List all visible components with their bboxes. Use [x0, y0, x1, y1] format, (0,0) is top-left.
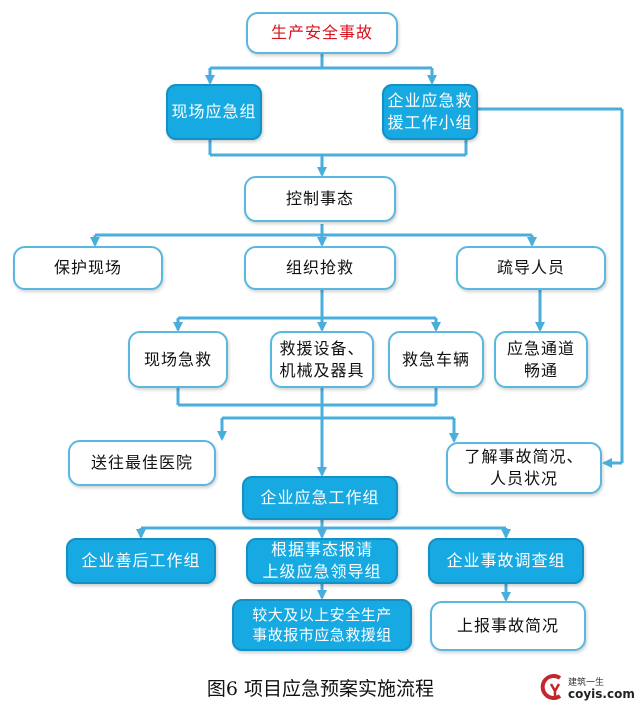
watermark: 建筑一生 coyis.com [538, 670, 638, 710]
node-evacuate-people: 疏导人员 [456, 246, 606, 290]
node-label: 企业善后工作组 [81, 551, 201, 571]
watermark-line2: coyis.com [568, 687, 635, 701]
node-label: 根据事态报请 上级应急领导组 [262, 540, 382, 581]
cy-logo-icon [540, 674, 562, 700]
node-control-accident: 控制事态 [244, 176, 396, 222]
node-label: 上报事故简况 [456, 616, 559, 636]
node-aftermath-group: 企业善后工作组 [66, 538, 216, 584]
node-label: 应急通道 畅通 [506, 338, 575, 380]
node-onsite-emergency-team: 现场应急组 [166, 84, 262, 140]
figure-caption: 图6 项目应急预案实施流程 [206, 678, 435, 700]
node-investigation-group: 企业事故调查组 [428, 538, 584, 584]
node-label: 保护现场 [53, 258, 122, 278]
node-enterprise-emergency-group: 企业应急工作组 [242, 476, 398, 520]
node-emergency-passage: 应急通道 畅通 [494, 331, 588, 388]
node-send-to-hospital: 送往最佳医院 [68, 440, 216, 486]
node-label: 救急车辆 [401, 349, 470, 369]
node-label: 现场急救 [143, 349, 212, 369]
node-label: 较大及以上安全生产 事故报市应急救援组 [252, 605, 392, 644]
node-report-brief: 上报事故简况 [430, 601, 586, 651]
watermark-line1: 建筑一生 [568, 678, 605, 688]
node-onsite-first-aid: 现场急救 [128, 331, 228, 388]
node-protect-scene: 保护现场 [13, 246, 163, 290]
node-ambulance: 救急车辆 [388, 331, 484, 388]
node-label: 生产安全事故 [270, 23, 373, 43]
node-label: 控制事态 [285, 189, 354, 209]
node-city-rescue-group: 较大及以上安全生产 事故报市应急救援组 [232, 599, 412, 651]
node-label: 企业事故调查组 [446, 551, 566, 571]
node-organize-rescue: 组织抢救 [244, 246, 396, 290]
node-label: 现场应急组 [171, 102, 257, 122]
node-understand-situation: 了解事故简况、 人员状况 [446, 442, 602, 494]
node-production-accident: 生产安全事故 [246, 12, 398, 54]
node-label: 疏导人员 [496, 258, 565, 278]
node-label: 组织抢救 [285, 258, 354, 278]
node-enterprise-rescue-team: 企业应急救 援工作小组 [382, 84, 478, 140]
node-label: 企业应急救 援工作小组 [387, 91, 473, 132]
node-label: 送往最佳医院 [90, 453, 193, 473]
node-rescue-equipment: 救援设备、 机械及器具 [270, 331, 374, 388]
node-label: 救援设备、 机械及器具 [279, 338, 365, 380]
node-report-leaders: 根据事态报请 上级应急领导组 [246, 538, 398, 584]
node-label: 企业应急工作组 [260, 488, 380, 508]
node-label: 了解事故简况、 人员状况 [464, 447, 584, 488]
